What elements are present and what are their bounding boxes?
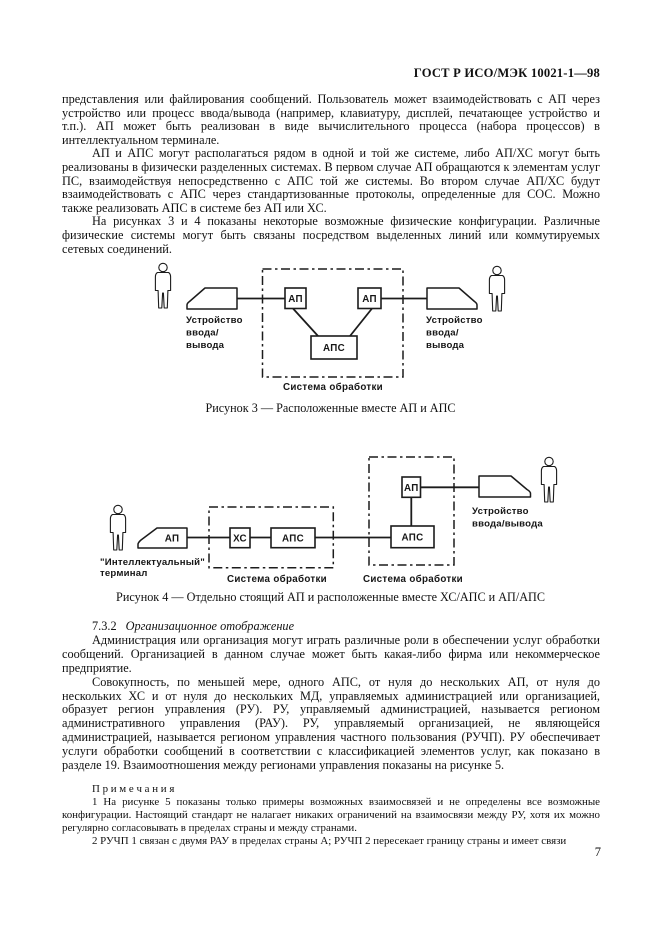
connection-line <box>292 307 319 337</box>
ap-label: АП <box>288 294 303 305</box>
person-icon <box>488 265 506 312</box>
ap-box <box>401 476 422 499</box>
device-label: вывода <box>426 340 465 351</box>
page-header: ГОСТ Р ИСО/МЭК 10021-1—98 <box>413 66 600 80</box>
io-device-icon <box>478 475 532 498</box>
connection-line <box>349 307 373 337</box>
xc-label: ХС <box>233 533 247 544</box>
processing-system-boundary <box>208 506 335 569</box>
aps-label: АПС <box>323 343 345 354</box>
system-label: Система обработки <box>283 382 383 393</box>
note-item: 1 На рисунке 5 показаны только примеры в… <box>62 796 600 834</box>
terminal-label: терминал <box>100 568 148 579</box>
figure3-diagram: АП АП АПС Устройство ввода/ вывода Устро… <box>154 262 506 393</box>
device-label: Устройство <box>186 315 243 326</box>
terminal-label: "Интеллектуальный" <box>100 557 205 568</box>
paragraph: Совокупность, по меньшей мере, одного АП… <box>62 674 600 773</box>
paragraph: Администрация или организация могут игра… <box>62 632 600 675</box>
system-label: Система обработки <box>227 574 327 585</box>
aps-label: АПС <box>282 533 304 544</box>
io-device-icon <box>426 287 478 310</box>
xc-box <box>229 527 251 549</box>
device-label: ввода/ <box>186 328 219 339</box>
paragraph: представления или файлирования сообщений… <box>62 92 600 147</box>
ap-label: АП <box>165 534 180 545</box>
person-icon <box>540 456 558 503</box>
device-label: ввода/вывода <box>472 519 543 530</box>
section-7-3-2: 7.3.2 Организационное отображение Админис… <box>62 619 600 773</box>
system-label: Система обработки <box>363 574 463 585</box>
device-label: Устройство <box>472 506 529 517</box>
person-icon <box>109 504 127 551</box>
terminal-device-icon <box>137 527 188 549</box>
device-label: Устройство <box>426 315 483 326</box>
body-text: представления или файлирования сообщений… <box>62 92 600 256</box>
aps-box <box>310 335 358 360</box>
io-device-icon <box>186 287 238 310</box>
aps-box <box>270 527 316 549</box>
paragraph: АП и АПС могут располагаться рядом в одн… <box>62 146 600 215</box>
aps-box <box>390 525 435 549</box>
notes-heading: П р и м е ч а н и я <box>92 783 175 795</box>
processing-system-boundary <box>261 268 404 378</box>
ap-label: АП <box>404 483 419 494</box>
processing-system-boundary <box>368 456 455 566</box>
figure4-diagram: АП ХС АПС АП АПС "Интеллектуальный" терм… <box>100 456 558 585</box>
paragraph: На рисунках 3 и 4 показаны некоторые воз… <box>62 214 600 256</box>
figure3-caption: Рисунок 3 — Расположенные вместе АП и АП… <box>205 401 456 415</box>
section-number: 7.3.2 <box>92 619 117 633</box>
aps-label: АПС <box>402 532 424 543</box>
section-heading: 7.3.2 Организационное отображение <box>62 619 600 634</box>
ap-label: АП <box>362 294 377 305</box>
ap-box <box>284 287 307 310</box>
person-icon <box>154 262 172 309</box>
figure4-caption: Рисунок 4 — Отдельно стоящий АП и распол… <box>116 590 545 604</box>
note-item: 2 РУЧП 1 связан с двумя РАУ в пределах с… <box>92 835 567 847</box>
device-label: вывода <box>186 340 225 351</box>
ap-box <box>357 287 382 310</box>
notes-block: П р и м е ч а н и я 1 На рисунке 5 показ… <box>62 783 600 848</box>
page-number: 7 <box>594 845 601 859</box>
device-label: ввода/ <box>426 328 459 339</box>
section-title: Организационное отображение <box>125 619 295 633</box>
